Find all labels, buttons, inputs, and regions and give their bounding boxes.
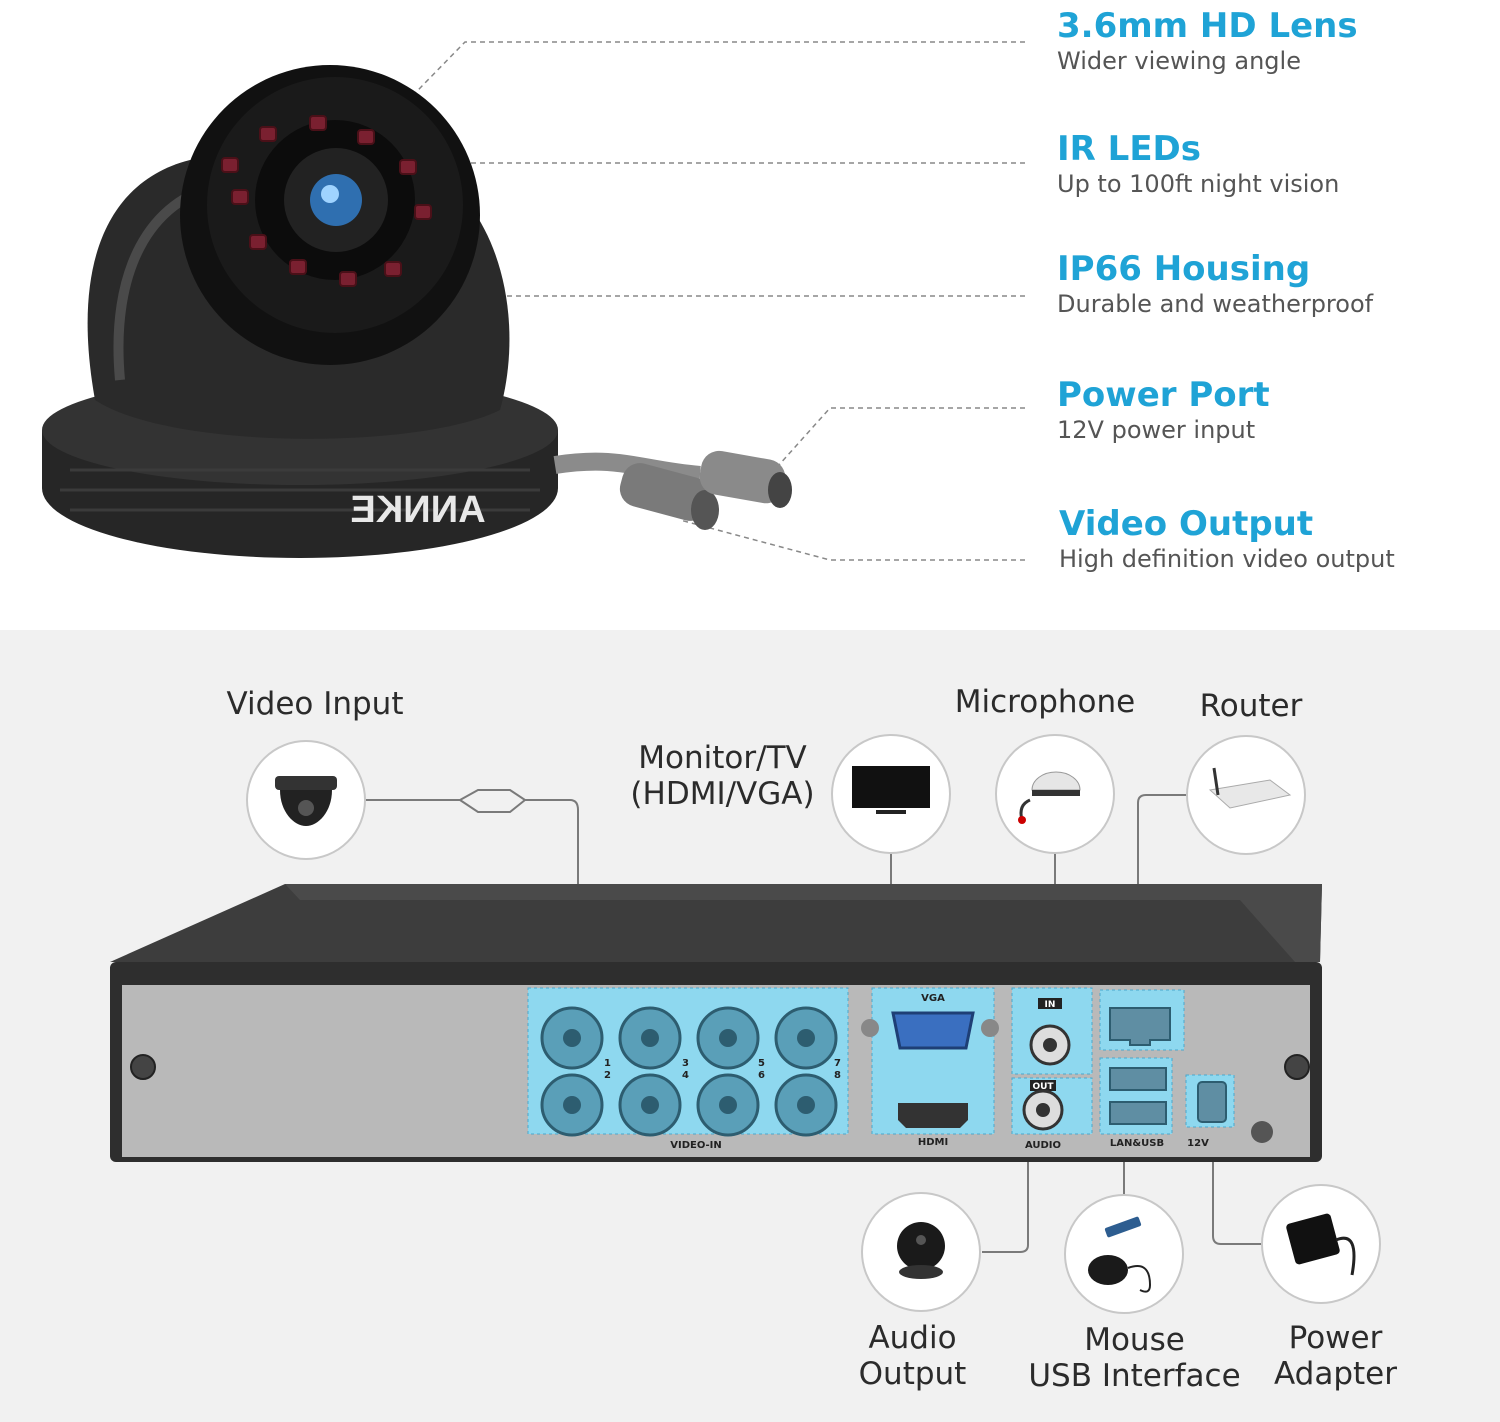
channel-4: 4 bbox=[682, 1070, 689, 1081]
monitor-icon bbox=[852, 766, 930, 814]
line-audio-output bbox=[982, 1100, 1029, 1253]
power-connector bbox=[699, 450, 786, 504]
usb-port-2 bbox=[1109, 1101, 1167, 1125]
channel-6: 6 bbox=[758, 1070, 765, 1081]
leader-power bbox=[769, 407, 1025, 476]
feature-subtitle: 12V power input bbox=[1057, 416, 1256, 444]
power-label: 12V bbox=[1187, 1138, 1209, 1149]
feature-power-port: Power Port 12V power input bbox=[1057, 375, 1487, 445]
feature-subtitle: Wider viewing angle bbox=[1057, 47, 1301, 75]
speaker-icon bbox=[897, 1222, 945, 1279]
feature-title: IP66 Housing bbox=[1057, 249, 1311, 289]
lan-port bbox=[1109, 1007, 1171, 1046]
leader-video bbox=[679, 519, 1025, 561]
router-icon bbox=[1208, 767, 1292, 809]
mouse-icon bbox=[1088, 1216, 1152, 1293]
vga-label: VGA bbox=[921, 993, 945, 1004]
audio-label: AUDIO bbox=[1025, 1140, 1061, 1151]
feature-lens: 3.6mm HD Lens Wider viewing angle bbox=[1057, 6, 1487, 76]
power-adapter-label: Power Adapter bbox=[1274, 1320, 1397, 1392]
line-router bbox=[1137, 794, 1188, 1008]
feature-subtitle: High definition video output bbox=[1059, 545, 1395, 573]
power-adapter-icon bbox=[1286, 1213, 1356, 1276]
mouse-usb-device bbox=[1064, 1194, 1184, 1314]
ir-leds bbox=[221, 115, 432, 287]
video-in-label: VIDEO-IN bbox=[670, 1140, 722, 1151]
audio-out-label: OUT bbox=[1032, 1082, 1054, 1092]
channel-2: 2 bbox=[604, 1070, 611, 1081]
video-input-label: Video Input bbox=[226, 686, 404, 722]
feature-ir-leds: IR LEDs Up to 100ft night vision bbox=[1057, 129, 1487, 199]
feature-video-output: Video Output High definition video outpu… bbox=[1059, 504, 1489, 574]
audio-output-label: Audio Output bbox=[858, 1320, 967, 1392]
mouse-usb-label: Mouse USB Interface bbox=[1028, 1322, 1241, 1394]
usb-stick-icon bbox=[1104, 1216, 1142, 1238]
dvr-top bbox=[110, 884, 1322, 962]
feature-subtitle: Up to 100ft night vision bbox=[1057, 170, 1340, 198]
line-video-input bbox=[365, 789, 579, 1012]
channel-5: 5 bbox=[758, 1058, 765, 1069]
power-port bbox=[1197, 1081, 1227, 1123]
feature-title: Video Output bbox=[1059, 504, 1314, 544]
feature-title: Power Port bbox=[1057, 375, 1270, 415]
monitor-label: Monitor/TV (HDMI/VGA) bbox=[630, 740, 815, 812]
channel-1: 1 bbox=[604, 1058, 611, 1069]
feature-title: IR LEDs bbox=[1057, 129, 1202, 169]
feature-housing: IP66 Housing Durable and weatherproof bbox=[1057, 249, 1487, 319]
feature-title: 3.6mm HD Lens bbox=[1057, 6, 1358, 46]
channel-7: 7 bbox=[834, 1058, 841, 1069]
channel-8: 8 bbox=[834, 1070, 841, 1081]
line-power-adapter bbox=[1212, 1080, 1262, 1245]
camera-illustration: ANNKE bbox=[42, 41, 1025, 561]
mini-camera-icon bbox=[275, 776, 337, 826]
lan-usb-label: LAN&USB bbox=[1110, 1138, 1164, 1149]
microphone-label: Microphone bbox=[954, 684, 1136, 720]
audio-in-label: IN bbox=[1045, 1000, 1056, 1010]
channel-3: 3 bbox=[682, 1058, 689, 1069]
brand-logo: ANNKE bbox=[350, 489, 485, 531]
hdmi-port bbox=[898, 1103, 968, 1128]
hdmi-label: HDMI bbox=[918, 1137, 948, 1148]
vga-port bbox=[891, 1011, 975, 1050]
feature-subtitle: Durable and weatherproof bbox=[1057, 290, 1374, 318]
microphone-icon bbox=[1018, 771, 1081, 824]
router-label: Router bbox=[1199, 688, 1303, 724]
bnc-connector bbox=[619, 463, 711, 521]
usb-port-1 bbox=[1109, 1067, 1167, 1091]
